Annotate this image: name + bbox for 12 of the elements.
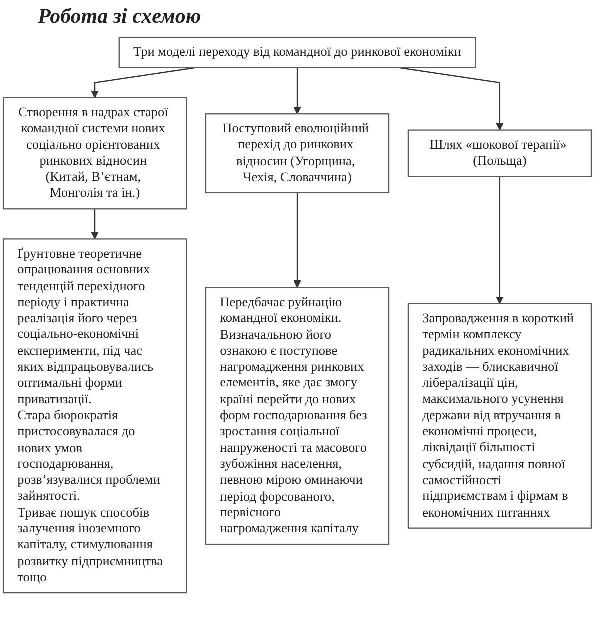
node-box: Поступовий еволюційний перехід до ринкових відносин (Угорщина, Чехія, Словаччина) xyxy=(205,114,390,194)
node-box: Три моделі переходу від командної до ринкової економіки xyxy=(118,36,476,68)
node-box: Передбачає руйнацію командної економіки. Визначальною його ознакою є поступове нагромадження ринкових елементів, яке дає змогу країні перейти до нових форм господарювання без зростання соціальної напруженості та масового зубожіння населення, певною мірою оминаючи період форсованого, первісного нагромадження капіталу xyxy=(205,287,390,546)
arrow xyxy=(91,209,99,240)
node-box: Створення в надрах старої командної системи нових соціально орієнтованих ринкових відносин (Китай, В’єтнам, Монголія та ін.) xyxy=(2,97,188,210)
node-box: Ґрунтовне теоретичне опрацювання основних тенденцій перехідного періоду і практична реалізація його через соціально-економічні експерименти, під час яких відпрацьовувались оптимальні форми приватизації. Стара бюрократія пристосовувалася до нових умов господарювання, розв’язувалися проблеми зайнятості. Триває пошук способів залучення іноземного капіталу, стимулювання розвитку підприємництва тощо xyxy=(2,238,188,594)
arrow xyxy=(496,176,504,304)
node-box: Шлях «шокової терапії» (Польща) xyxy=(408,130,592,178)
arrow xyxy=(294,192,302,288)
title: Робота зі схемою xyxy=(38,4,202,29)
node-box: Запровадження в короткий термін комплексу радикальних економічних заходів — блискавичної лібералізації цін, максимального усунення держави від втручання в економічні процеси, ліквідації більшості субсидій, надання повної самостійності підприємствам і фірмам в економічних питаннях xyxy=(408,303,592,529)
arrow xyxy=(294,68,302,114)
